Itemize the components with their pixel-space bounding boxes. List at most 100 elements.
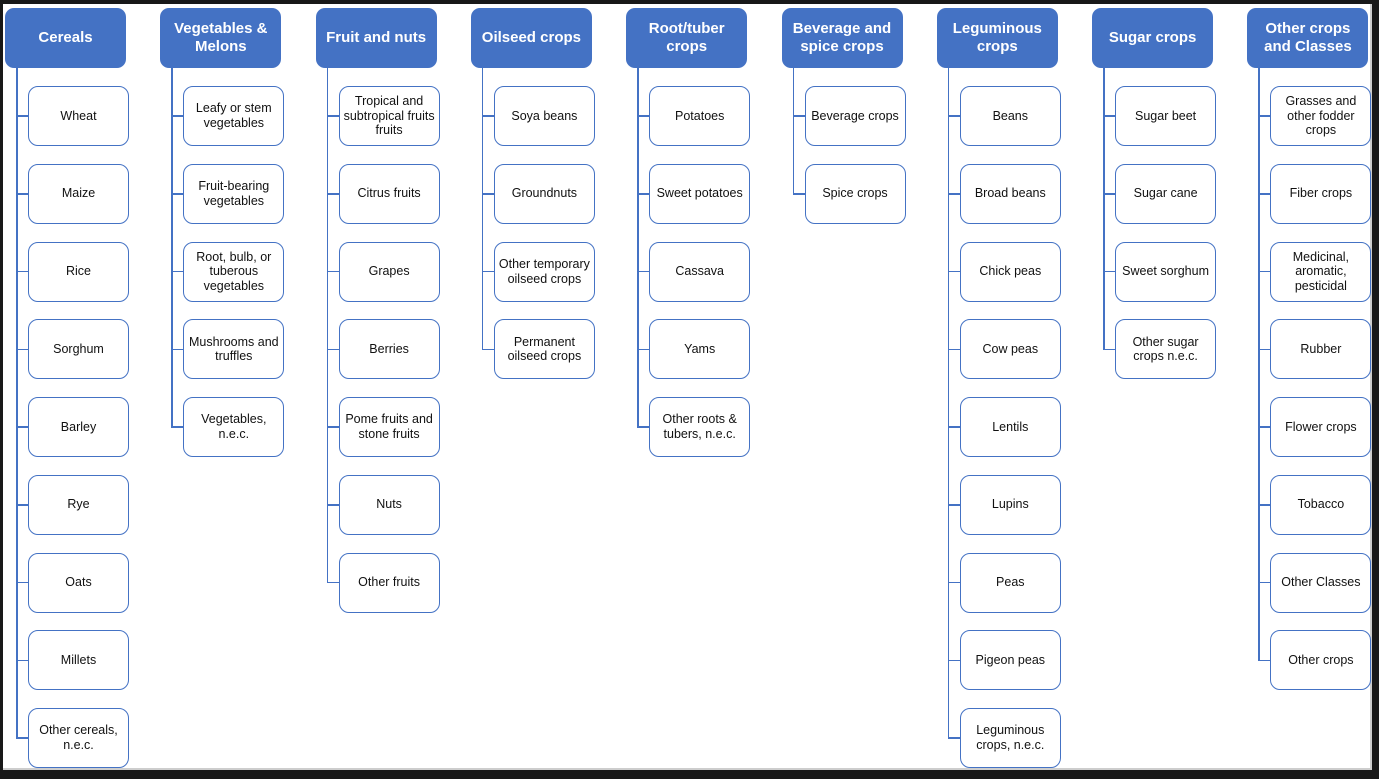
connector-horizontal-line bbox=[947, 737, 960, 739]
node-sugar-beet: Sugar beet bbox=[1115, 86, 1217, 146]
connector-horizontal-line bbox=[792, 193, 805, 195]
node-leafy-or-stem-vegetables: Leafy or stem vegetables bbox=[183, 86, 285, 146]
connector-horizontal-line bbox=[171, 348, 184, 350]
column-header-root-tuber-crops: Root/tuber crops bbox=[626, 8, 748, 68]
column-header-beverage-and-spice-crops: Beverage and spice crops bbox=[781, 8, 903, 68]
node-yams: Yams bbox=[649, 319, 751, 380]
node-other-fruits: Other fruits bbox=[338, 552, 440, 613]
column-header-sugar-crops: Sugar crops bbox=[1092, 8, 1214, 68]
node-maize: Maize bbox=[28, 163, 129, 224]
connector-horizontal-line bbox=[1258, 348, 1271, 350]
connector-horizontal-line bbox=[637, 193, 650, 195]
connector-horizontal-line bbox=[947, 504, 960, 506]
column-header-vegetables-melons: Vegetables & Melons bbox=[160, 8, 282, 68]
node-wheat: Wheat bbox=[28, 86, 129, 146]
column-header-cereals: Cereals bbox=[5, 8, 126, 68]
node-lentils: Lentils bbox=[959, 397, 1061, 457]
connector-horizontal-line bbox=[326, 193, 339, 195]
connector-horizontal-line bbox=[171, 193, 184, 195]
connector-horizontal-line bbox=[947, 426, 960, 428]
node-groundnuts: Groundnuts bbox=[493, 163, 595, 224]
node-millets: Millets bbox=[28, 630, 129, 691]
connector-horizontal-line bbox=[16, 504, 28, 506]
connector-horizontal-line bbox=[637, 115, 650, 117]
connector-horizontal-line bbox=[326, 270, 339, 273]
connector-horizontal-line bbox=[1258, 115, 1271, 117]
connector-vertical-line bbox=[1103, 68, 1105, 350]
connector-horizontal-line bbox=[637, 348, 650, 350]
connector-vertical-line bbox=[481, 68, 484, 350]
node-beverage-crops: Beverage crops bbox=[804, 86, 906, 146]
node-pigeon-peas: Pigeon peas bbox=[959, 630, 1061, 691]
node-leguminous-crops-n-e-c: Leguminous crops, n.e.c. bbox=[959, 708, 1061, 768]
node-grasses-and-other-fodder-crops: Grasses and other fodder crops bbox=[1270, 86, 1372, 146]
connector-horizontal-line bbox=[1258, 426, 1271, 428]
connector-vertical-line bbox=[947, 68, 950, 738]
node-sweet-sorghum: Sweet sorghum bbox=[1115, 241, 1217, 302]
connector-horizontal-line bbox=[481, 193, 494, 195]
node-vegetables-n-e-c: Vegetables, n.e.c. bbox=[183, 397, 285, 457]
node-sugar-cane: Sugar cane bbox=[1115, 163, 1217, 224]
connector-horizontal-line bbox=[171, 270, 184, 273]
column-header-oilseed-crops: Oilseed crops bbox=[470, 8, 592, 68]
connector-horizontal-line bbox=[16, 348, 28, 350]
connector-horizontal-line bbox=[637, 270, 650, 273]
connector-vertical-line bbox=[326, 68, 329, 583]
node-cassava: Cassava bbox=[649, 241, 751, 302]
connector-horizontal-line bbox=[1103, 348, 1116, 350]
connector-horizontal-line bbox=[947, 581, 960, 584]
node-medicinal-aromatic-pesticidal: Medicinal, aromatic, pesticidal bbox=[1270, 241, 1372, 302]
connector-horizontal-line bbox=[947, 348, 960, 350]
connector-vertical-line bbox=[171, 68, 173, 427]
node-tobacco: Tobacco bbox=[1270, 474, 1372, 535]
column-header-other-crops-and-classes: Other crops and Classes bbox=[1247, 8, 1369, 68]
node-nuts: Nuts bbox=[338, 474, 440, 535]
connector-horizontal-line bbox=[16, 659, 28, 661]
connector-horizontal-line bbox=[16, 270, 28, 273]
column-header-fruit-and-nuts: Fruit and nuts bbox=[315, 8, 437, 68]
node-grapes: Grapes bbox=[338, 241, 440, 302]
node-fiber-crops: Fiber crops bbox=[1270, 163, 1372, 224]
node-flower-crops: Flower crops bbox=[1270, 397, 1372, 457]
node-oats: Oats bbox=[28, 552, 129, 613]
connector-horizontal-line bbox=[1258, 270, 1271, 273]
connector-horizontal-line bbox=[16, 193, 28, 195]
node-berries: Berries bbox=[338, 319, 440, 380]
connector-vertical-line bbox=[1258, 68, 1260, 661]
node-potatoes: Potatoes bbox=[649, 86, 751, 146]
connector-horizontal-line bbox=[16, 426, 28, 428]
node-chick-peas: Chick peas bbox=[959, 241, 1061, 302]
connector-horizontal-line bbox=[1258, 659, 1271, 661]
node-peas: Peas bbox=[959, 552, 1061, 613]
node-fruit-bearing-vegetables: Fruit-bearing vegetables bbox=[183, 163, 285, 224]
connector-horizontal-line bbox=[481, 270, 494, 273]
connector-horizontal-line bbox=[16, 581, 28, 584]
node-other-temporary-oilseed-crops: Other temporary oilseed crops bbox=[493, 241, 595, 302]
connector-horizontal-line bbox=[947, 659, 960, 661]
connector-horizontal-line bbox=[171, 426, 184, 428]
node-root-bulb-or-tuberous-vegetables: Root, bulb, or tuberous vegetables bbox=[183, 241, 285, 302]
connector-horizontal-line bbox=[947, 270, 960, 273]
node-sorghum: Sorghum bbox=[28, 319, 129, 380]
connector-horizontal-line bbox=[1258, 193, 1271, 195]
connector-vertical-line bbox=[792, 68, 794, 194]
node-rice: Rice bbox=[28, 241, 129, 302]
connector-horizontal-line bbox=[947, 193, 960, 195]
node-soya-beans: Soya beans bbox=[493, 86, 595, 146]
node-mushrooms-and-truffles: Mushrooms and truffles bbox=[183, 319, 285, 380]
connector-horizontal-line bbox=[1258, 581, 1271, 584]
connector-horizontal-line bbox=[326, 581, 339, 584]
node-tropical-and-subtropical-fruits-fruits: Tropical and subtropical fruits fruits bbox=[338, 86, 440, 146]
connector-horizontal-line bbox=[792, 115, 805, 117]
node-other-crops: Other crops bbox=[1270, 630, 1372, 691]
connector-horizontal-line bbox=[481, 115, 494, 117]
node-other-roots-tubers-n-e-c: Other roots & tubers, n.e.c. bbox=[649, 397, 751, 457]
connector-horizontal-line bbox=[326, 115, 339, 117]
connector-vertical-line bbox=[637, 68, 639, 427]
node-pome-fruits-and-stone-fruits: Pome fruits and stone fruits bbox=[338, 397, 440, 457]
column-header-leguminous-crops: Leguminous crops bbox=[936, 8, 1058, 68]
connector-horizontal-line bbox=[16, 737, 28, 739]
node-spice-crops: Spice crops bbox=[804, 163, 906, 224]
connector-horizontal-line bbox=[326, 504, 339, 506]
